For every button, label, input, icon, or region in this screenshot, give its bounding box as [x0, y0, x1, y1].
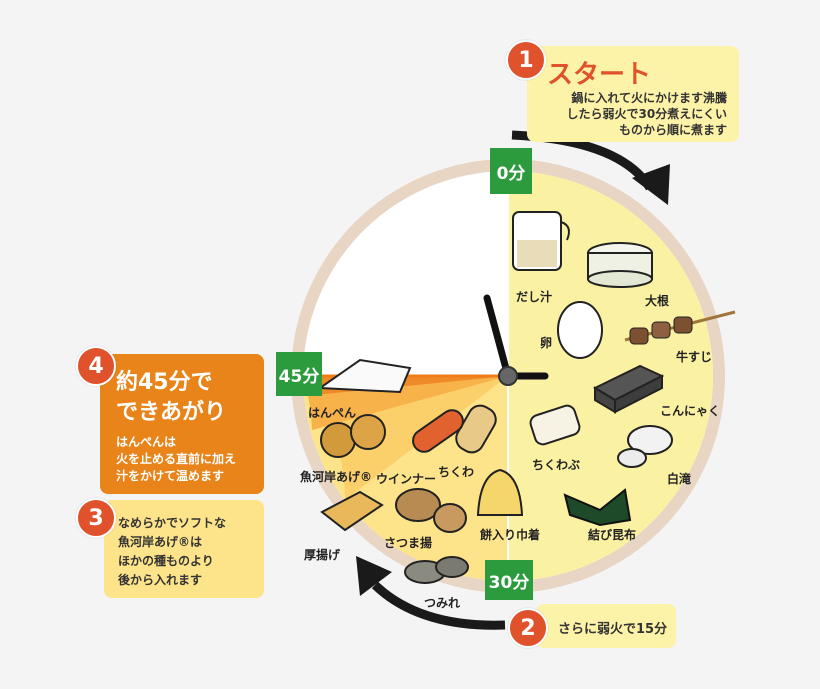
kombu-illustration: [563, 488, 632, 527]
step3-text: なめらかでソフトな 魚河岸あげ®は ほかの種ものより 後から入れます: [118, 514, 226, 590]
step1-bubble: スタート 鍋に入れて火にかけます沸騰 したら弱火で30分煮えにくい ものから順に…: [527, 46, 739, 142]
step3-line-3: ほかの種ものより: [118, 554, 214, 568]
chikuwabu-illustration: [529, 404, 581, 446]
step3-line-2: 魚河岸あげ®は: [118, 535, 203, 549]
time-badge-0min: 0分: [490, 148, 532, 194]
shirataki-illustration: [617, 425, 673, 468]
label-satsuma: さつま揚: [384, 536, 433, 550]
label-daikon: 大根: [645, 294, 670, 308]
time-badge-45min: 45分: [276, 352, 322, 396]
step4-number: 4: [76, 346, 116, 386]
arrow-lower-head: [356, 556, 392, 596]
mochi-illustration: [476, 468, 524, 516]
dashi-illustration: [512, 211, 570, 271]
time-30min-label: 30分: [488, 572, 530, 593]
time-45min-label: 45分: [278, 366, 320, 387]
step4-text: はんぺんは 火を止める直前に加え 汁をかけて温めます: [116, 434, 236, 485]
hanpen-illustration: [317, 358, 412, 394]
label-wiener: ウインナー: [376, 472, 437, 486]
daikon-illustration: [587, 242, 653, 288]
step4-bubble: 約45分で できあがり はんぺんは 火を止める直前に加え 汁をかけて温めます: [100, 354, 264, 494]
step1-text: 鍋に入れて火にかけます沸騰 したら弱火で30分煮えにくい ものから順に煮ます: [567, 90, 727, 138]
step3-bubble: なめらかでソフトな 魚河岸あげ®は ほかの種ものより 後から入れます: [104, 500, 264, 598]
step3-number: 3: [76, 498, 116, 538]
label-mochi: 餅入り巾着: [480, 528, 541, 542]
label-hanpen: はんぺん: [308, 406, 357, 420]
label-chikuwabu: ちくわぶ: [532, 458, 581, 472]
label-kombu: 結び昆布: [588, 528, 637, 542]
step4-title-line-1: 約45分で: [116, 370, 213, 395]
label-atsuage: 厚揚げ: [304, 548, 341, 562]
step1-title: スタート: [547, 60, 652, 90]
label-chikuwa: ちくわ: [438, 465, 475, 479]
segment-0-30min: [508, 171, 713, 581]
step1-line-1: 鍋に入れて火にかけます沸騰: [571, 91, 727, 105]
step4-line-1: はんぺんは: [116, 435, 177, 449]
time-badge-30min: 30分: [485, 560, 533, 600]
step3-line-1: なめらかでソフトな: [118, 516, 227, 530]
wiener-illustration: [412, 409, 464, 453]
satsuma-illustration: [395, 488, 467, 533]
time-0min-label: 0分: [496, 163, 526, 184]
label-tsumire: つみれ: [424, 596, 461, 610]
clock-center: [498, 366, 518, 386]
arrow-start-head: [632, 164, 670, 205]
label-uogashi: 魚河岸あげ®: [300, 470, 373, 484]
label-tamago: 卵: [540, 336, 553, 350]
clock-hand-hour: [483, 294, 512, 380]
step2-text: さらに弱火で15分: [558, 622, 668, 637]
step1-number: 1: [506, 40, 546, 80]
tsumire-illustration: [404, 556, 469, 584]
atsuage-illustration: [320, 490, 384, 532]
konnyaku-illustration: [592, 364, 665, 414]
label-gyusuji: 牛すじ: [676, 350, 713, 364]
step3-line-4: 後から入れます: [118, 573, 203, 587]
arrow-lower-curve: [371, 581, 506, 630]
gyusuji-illustration: [624, 310, 736, 345]
step2-number: 2: [508, 608, 548, 648]
step4-line-2: 火を止める直前に加え: [116, 452, 237, 466]
uogashi-illustration: [320, 414, 386, 458]
step2-bubble: さらに弱火で15分: [536, 604, 676, 648]
step4-title-line-2: できあがり: [116, 400, 227, 425]
label-shirataki: 白滝: [667, 472, 692, 486]
egg-illustration: [557, 301, 603, 359]
label-dashi: だし汁: [516, 290, 553, 304]
label-konnyaku: こんにゃく: [660, 404, 721, 418]
step4-line-3: 汁をかけて温めます: [116, 469, 225, 483]
step1-line-3: ものから順に煮ます: [618, 123, 727, 137]
step1-line-2: したら弱火で30分煮えにくい: [566, 107, 727, 121]
